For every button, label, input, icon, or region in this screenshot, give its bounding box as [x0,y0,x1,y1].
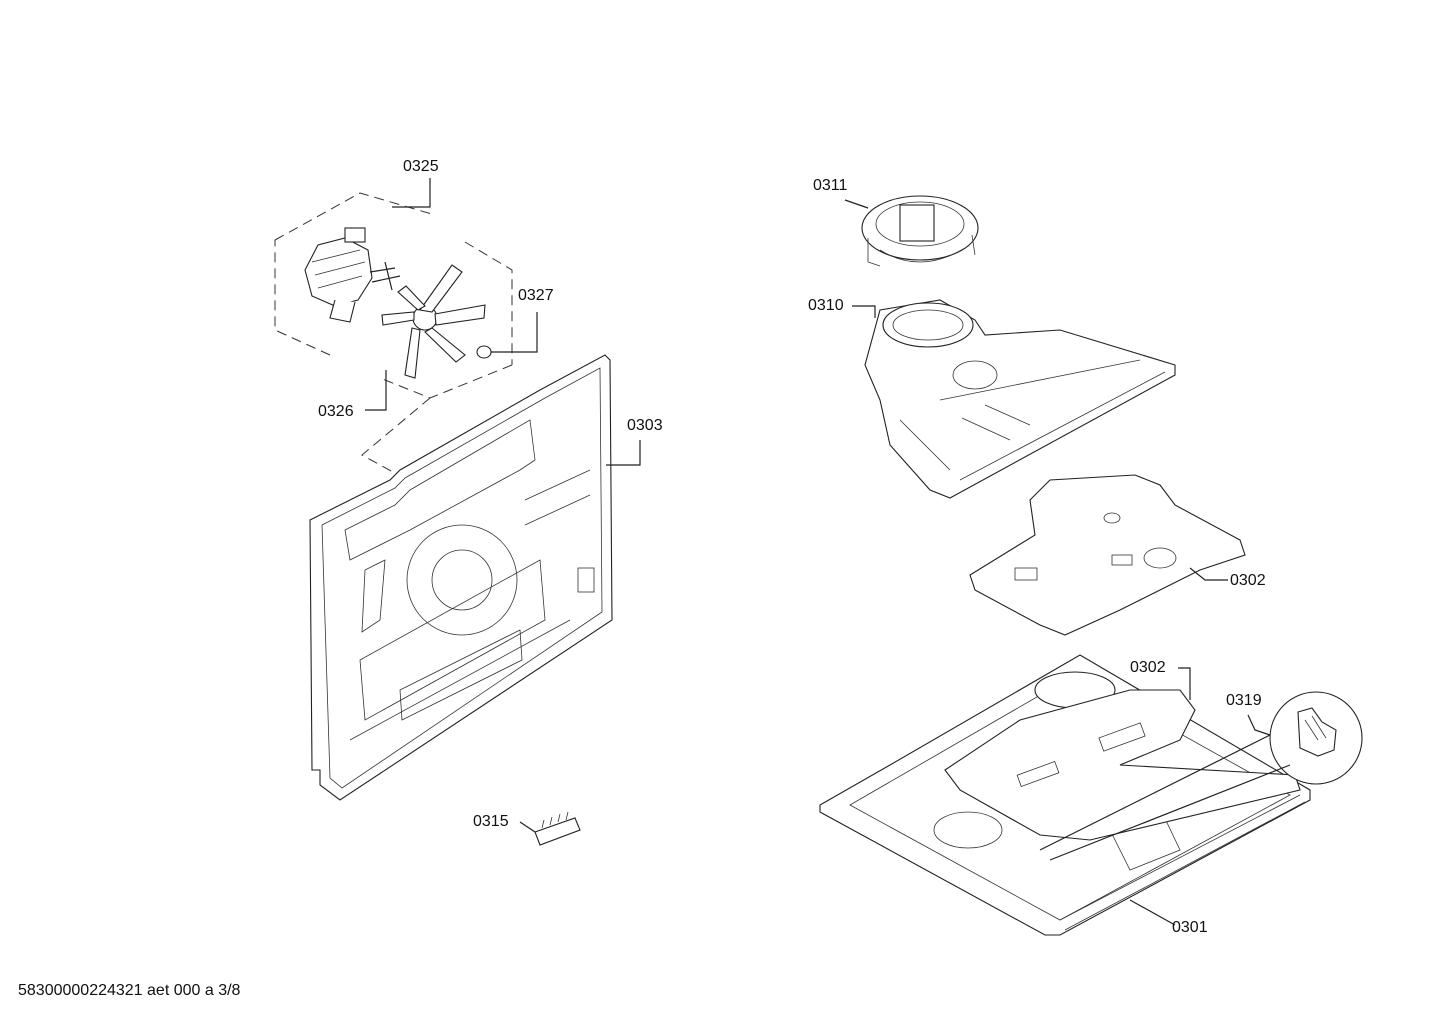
fan-impeller-part [381,264,486,379]
air-duct-part [852,299,1176,499]
cooling-fan-part [844,195,979,267]
label-0301: 0301 [1172,919,1208,936]
label-0315: 0315 [473,813,509,830]
label-0302-upper: 0302 [1230,572,1266,589]
fan-motor-assembly-group [274,178,513,399]
insulation-sheet-lower-part [944,667,1301,841]
label-0326: 0326 [318,403,354,420]
document-footer-id: 58300000224321 aet 000 a 3/8 [18,982,241,999]
insulation-sheet-upper-part [969,474,1246,636]
label-0325: 0325 [403,158,439,175]
label-0327: 0327 [518,287,554,304]
label-0302-lower: 0302 [1130,659,1166,676]
terminal-block-part [519,811,581,846]
label-0311: 0311 [813,177,848,194]
back-panel-part [309,354,641,801]
label-0319: 0319 [1226,692,1262,709]
sensor-detail-part [1039,691,1363,861]
fan-nut-part [476,312,538,359]
label-0303: 0303 [627,417,663,434]
label-0310: 0310 [808,297,844,314]
fan-motor-part [304,227,401,323]
